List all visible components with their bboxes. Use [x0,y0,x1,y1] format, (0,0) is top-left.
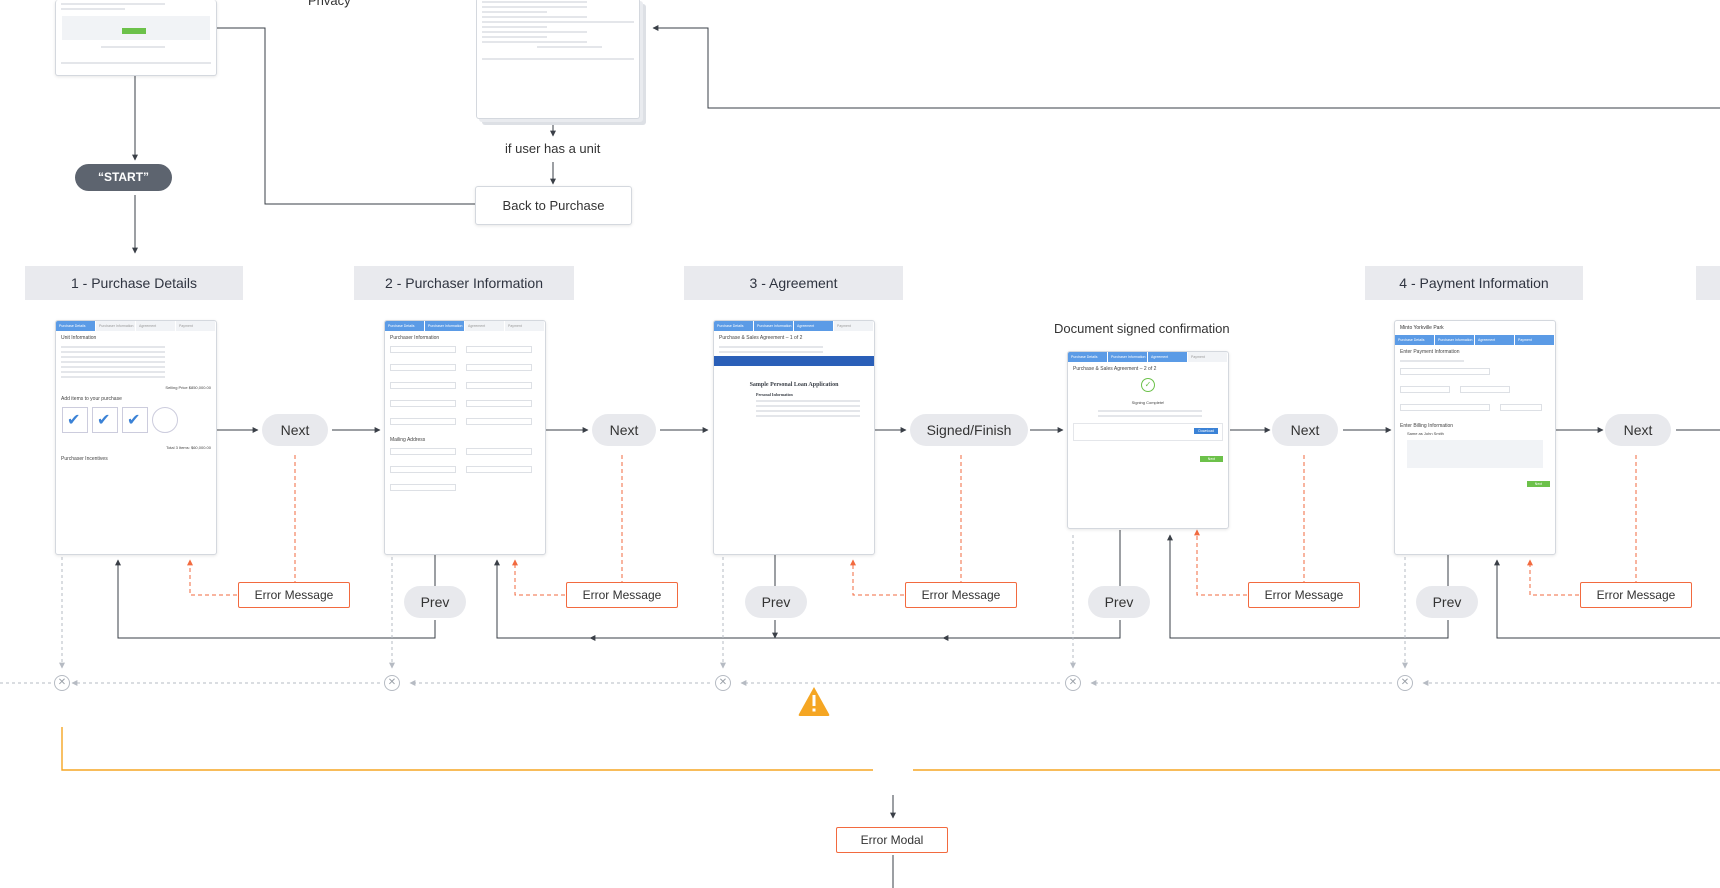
billing-title: Enter Billing Information [1400,423,1454,429]
error-exit-node: ✕ [1065,675,1081,691]
agreement-title: Purchase & Sales Agreement – 1 of 2 [719,335,803,341]
signing-complete: Signing Complete! [1131,400,1165,405]
error-exit-node: ✕ [715,675,731,691]
faq-screen-thumbnail[interactable] [55,0,217,76]
back-to-purchase-label: Back to Purchase [502,198,605,213]
error-exit-node: ✕ [384,675,400,691]
error-message-box: Error Message [238,582,350,608]
check-icon: ✓ [1141,378,1155,392]
phase-payment-information: 4 - Payment Information [1365,266,1583,300]
error-modal-box: Error Modal [836,827,948,853]
error-message-box: Error Message [905,582,1017,608]
phase-purchaser-information: 2 - Purchaser Information [354,266,574,300]
prev-transition: Prev [404,586,466,618]
next-transition: Next [592,414,656,446]
add-items-title: Add items to your purchase [61,396,122,402]
doc-title: Sample Personal Loan Application [749,382,839,388]
next-transition: Next [1605,414,1671,446]
brand-header: Minto Yorkville Park [1400,325,1444,331]
purchaser-incentives: Purchaser Incentives [61,456,108,462]
item-checkbox[interactable]: ✔ [122,407,148,433]
start-node: “START” [75,164,172,191]
phase-next-partial [1696,266,1720,300]
personal-information: Personal Information [756,392,793,397]
signed-title: Purchase & Sales Agreement – 2 of 2 [1073,366,1157,372]
next-transition: Next [1272,414,1338,446]
prev-transition: Prev [745,586,807,618]
document-signed-confirmation-label: Document signed confirmation [1054,321,1230,336]
faq-stack-thumbnail[interactable] [476,0,640,119]
phase-agreement: 3 - Agreement [684,266,903,300]
unit-information-title: Unit Information [61,335,97,341]
privacy-label: Privacy [308,0,351,8]
if-user-has-unit-label: if user has a unit [505,141,601,156]
signed-finish-transition: Signed/Finish [910,414,1028,446]
error-message-box: Error Message [566,582,678,608]
item-checkbox[interactable]: ✔ [92,407,118,433]
error-message-box: Error Message [1248,582,1360,608]
prev-transition: Prev [1416,586,1478,618]
mailing-address-title: Mailing Address [390,437,426,443]
item-checkbox[interactable]: ✔ [62,407,88,433]
docusign-toolbar [714,356,874,366]
download-button[interactable]: Download [1194,428,1218,434]
error-exit-node: ✕ [54,675,70,691]
purchaser-information-title: Purchaser Information [390,335,440,341]
next-button-mini[interactable]: Next [1199,456,1223,462]
payment-title: Enter Payment Information [1400,349,1460,355]
item-checkbox[interactable] [152,407,178,433]
prev-transition: Prev [1088,586,1150,618]
total-items: Total 3 Items: $60,000.00 [166,445,211,450]
billing-name: Same as John Smith [1407,431,1444,436]
next-transition: Next [262,414,328,446]
warning-icon [798,687,830,716]
next-button-mini[interactable]: Next [1526,481,1550,487]
selling-price: Selling Price $850,000.00 [165,385,211,390]
back-to-purchase-button[interactable]: Back to Purchase [475,186,632,225]
error-message-box: Error Message [1580,582,1692,608]
phase-purchase-details: 1 - Purchase Details [25,266,243,300]
error-exit-node: ✕ [1397,675,1413,691]
